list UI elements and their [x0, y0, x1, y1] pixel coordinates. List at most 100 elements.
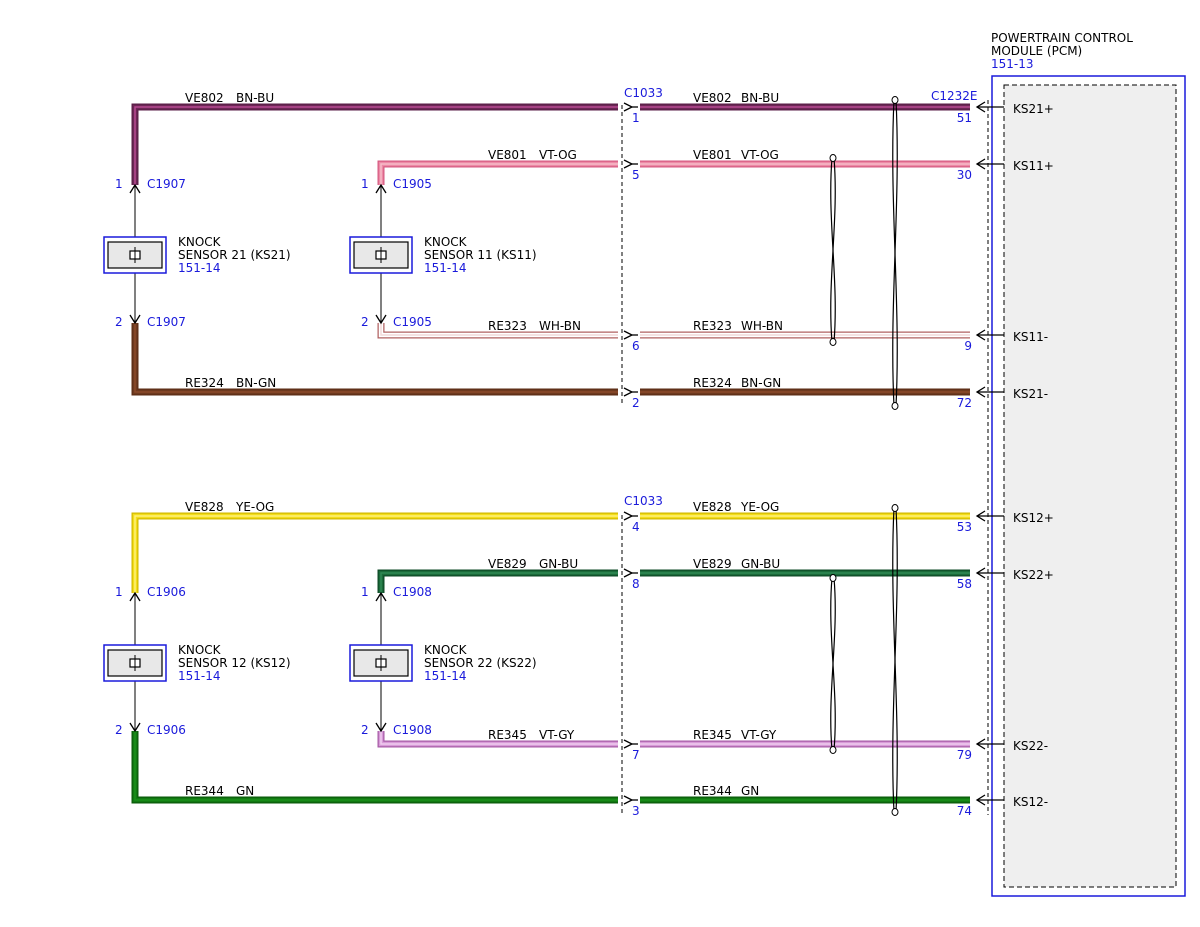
pcm-ref[interactable]: 151-13	[991, 57, 1034, 71]
sensor-ref[interactable]: 151-14	[178, 261, 221, 275]
c1033-arrow-4	[623, 511, 634, 521]
pcm-signal-label: KS12-	[1013, 795, 1048, 809]
c1033-connector: C1033 C1033	[621, 86, 663, 815]
wire-VE801-left-stripe	[380, 163, 618, 185]
sensor-connector-bottom[interactable]: C1906	[147, 723, 186, 737]
twist-pair-ks21	[891, 96, 899, 410]
twist-pair-ks22	[829, 574, 837, 754]
c1033-label-top[interactable]: C1033	[624, 86, 663, 100]
color-code-left: GN-BU	[539, 557, 578, 571]
c1033-arrow-3	[623, 387, 634, 397]
pcm-pin-number: 79	[957, 748, 972, 762]
sensor-connector-bottom[interactable]: C1907	[147, 315, 186, 329]
pcm-signal-label: KS22+	[1013, 568, 1054, 582]
pcm-signal-label: KS11-	[1013, 330, 1048, 344]
circuit-label-right: RE323	[693, 319, 732, 333]
wire-RE345	[377, 731, 1004, 750]
sensor-connector-top[interactable]: C1906	[147, 585, 186, 599]
pcm-pin-number: 53	[957, 520, 972, 534]
wire-RE324-left-stripe	[134, 323, 618, 393]
wire-RE344-left-stripe	[134, 731, 618, 801]
circuit-label-left: RE324	[185, 376, 224, 390]
circuit-label-left: RE345	[488, 728, 527, 742]
c1033-pin-number: 5	[632, 168, 640, 182]
pcm-pin-number: 74	[957, 804, 972, 818]
twist-pair-ks21-strand-b	[892, 99, 898, 407]
sensor-name-1: KNOCK	[178, 235, 222, 249]
circuit-label-left: VE829	[488, 557, 527, 571]
sensor-name-1: KNOCK	[178, 643, 222, 657]
wire-VE802-left-edge	[131, 103, 618, 185]
sensor-pin-2: 2	[361, 315, 369, 329]
pcm-connector-label[interactable]: C1232E	[931, 89, 978, 103]
sensor-pin-1: 1	[361, 585, 369, 599]
color-code-right: GN	[741, 784, 759, 798]
color-code-left: BN-BU	[236, 91, 274, 105]
wire-VE828-left-edge	[131, 512, 618, 593]
color-code-right: YE-OG	[740, 500, 779, 514]
sensor-pin-2: 2	[115, 723, 123, 737]
wire-VE802-left-body	[132, 104, 618, 185]
pcm-pin-number: 58	[957, 577, 972, 591]
c1033-pin-number: 8	[632, 577, 640, 591]
pcm-signal-label: KS21+	[1013, 102, 1054, 116]
color-code-left: GN	[236, 784, 254, 798]
sensor-pin-1: 1	[115, 177, 123, 191]
twist-pair-ks21-cap-bottom	[891, 402, 899, 410]
wire-VE802-left-stripe	[134, 106, 618, 185]
pcm-module: POWERTRAIN CONTROL MODULE (PCM) 151-13 C…	[931, 31, 1186, 897]
twist-pair-ks11-strand-b	[830, 157, 836, 343]
pcm-signal-label: KS12+	[1013, 511, 1054, 525]
twist-pair-ks21-cap-top	[891, 96, 899, 104]
circuit-label-right: VE802	[693, 91, 732, 105]
color-code-left: BN-GN	[236, 376, 276, 390]
sensor-pin-1: 1	[115, 585, 123, 599]
circuit-label-left: VE802	[185, 91, 224, 105]
sensor-connector-bottom[interactable]: C1905	[393, 315, 432, 329]
sensor-ref[interactable]: 151-14	[178, 669, 221, 683]
sensor-body	[353, 241, 409, 269]
pcm-pin-number: 9	[964, 339, 972, 353]
color-code-right: WH-BN	[741, 319, 783, 333]
color-code-left: YE-OG	[235, 500, 274, 514]
sensor-name-2: SENSOR 22 (KS22)	[424, 656, 537, 670]
wire-RE345-left-stripe	[380, 731, 618, 745]
sensor-pin-2: 2	[361, 723, 369, 737]
wire-VE802	[131, 101, 1004, 185]
color-code-right: BN-GN	[741, 376, 781, 390]
sensor-ref[interactable]: 151-14	[424, 261, 467, 275]
wire-VE828-left-stripe	[134, 515, 618, 593]
wire-RE323-left-stripe	[380, 323, 618, 336]
sensor-name-2: SENSOR 12 (KS12)	[178, 656, 291, 670]
sensor-connector-bottom[interactable]: C1908	[393, 723, 432, 737]
pcm-title-2: MODULE (PCM)	[991, 44, 1082, 58]
color-code-right: GN-BU	[741, 557, 780, 571]
twist-pair-ks12-cap-top	[891, 504, 899, 512]
circuit-label-left: VE801	[488, 148, 527, 162]
twist-pair-ks12-cap-bottom	[891, 808, 899, 816]
sensor-pin-1: 1	[361, 177, 369, 191]
circuit-label-right: VE828	[693, 500, 732, 514]
c1033-arrow-1	[623, 159, 634, 169]
color-code-right: BN-BU	[741, 91, 779, 105]
color-code-right: VT-OG	[741, 148, 779, 162]
twist-pair-ks22-cap-top	[829, 574, 837, 582]
sensor-connector-top[interactable]: C1905	[393, 177, 432, 191]
sensor-connector-top[interactable]: C1908	[393, 585, 432, 599]
c1033-label-bottom[interactable]: C1033	[624, 494, 663, 508]
circuit-label-right: VE801	[693, 148, 732, 162]
twist-pair-ks12	[891, 504, 899, 816]
sensor-connector-top[interactable]: C1907	[147, 177, 186, 191]
circuit-label-right: RE345	[693, 728, 732, 742]
circuit-label-right: RE344	[693, 784, 732, 798]
pcm-signal-label: KS11+	[1013, 159, 1054, 173]
sensor-ref[interactable]: 151-14	[424, 669, 467, 683]
c1033-arrow-6	[623, 739, 634, 749]
twist-pair-ks11-cap-bottom	[829, 338, 837, 346]
c1033-pin-number: 6	[632, 339, 640, 353]
wire-VE828	[131, 510, 1004, 593]
twisted-pairs	[829, 96, 899, 816]
